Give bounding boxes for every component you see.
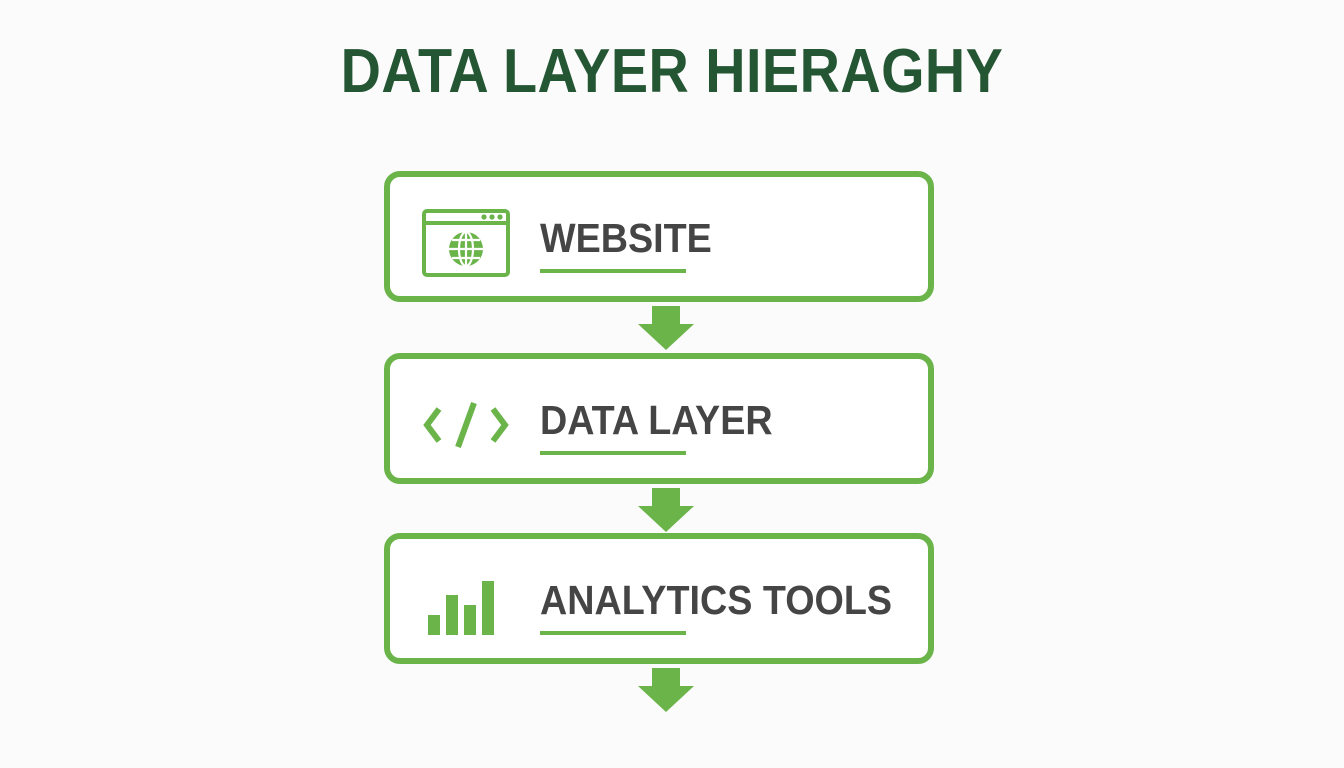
- label-underline: [540, 451, 686, 455]
- step-label: WEBSITE: [540, 215, 712, 261]
- diagram-title: DATA LAYER HIERAGHY: [340, 37, 1004, 106]
- label-underline: [540, 269, 686, 273]
- code-icon: [422, 389, 512, 459]
- step-label: DATA LAYER: [540, 397, 773, 443]
- step-label: ANALYTICS TOOLS: [540, 577, 893, 623]
- browser-globe-icon: [422, 207, 512, 277]
- bar-chart-icon: [422, 569, 512, 639]
- step-data-layer: DATA LAYER: [384, 353, 934, 484]
- label-underline: [540, 631, 686, 635]
- down-arrow-icon: [636, 306, 696, 352]
- step-analytics-tools: ANALYTICS TOOLS: [384, 533, 934, 664]
- down-arrow-icon: [636, 668, 696, 714]
- step-website: WEBSITE: [384, 171, 934, 302]
- down-arrow-icon: [636, 488, 696, 534]
